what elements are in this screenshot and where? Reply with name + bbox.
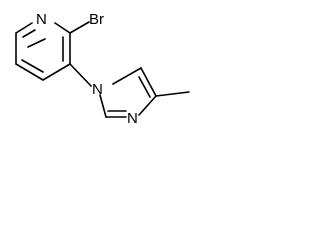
bromine-label: Br [89, 11, 104, 28]
bond-c6-n [15, 22, 33, 34]
bond-c5-c4-inner [138, 76, 151, 98]
atom-labels: N Br N N [36, 11, 138, 127]
bond-n-c2 [27, 38, 46, 48]
substituent-bonds [69, 21, 92, 87]
bond-c6-n-inner [22, 29, 36, 38]
bond-n1-c5 [112, 67, 142, 85]
bond-c4-n3 [138, 95, 157, 116]
bond-c5-c4 [140, 67, 157, 97]
imidazole-nitrogen-3-label: N [127, 110, 138, 127]
imidazole-ring [99, 67, 190, 118]
bond-c4-c5-inner [21, 59, 44, 73]
pyridine-ring [15, 22, 71, 81]
bond-c4-methyl [155, 91, 190, 97]
bond-c3-imidazole-n [69, 63, 92, 87]
bond-c2-n1 [99, 94, 107, 118]
bond-n-c2-right [54, 22, 71, 34]
bond-c4-c5 [15, 63, 44, 81]
imidazole-nitrogen-1-label: N [92, 81, 103, 98]
bond-c2-br [69, 21, 90, 34]
pyridine-nitrogen-label: N [36, 11, 47, 28]
bond-c3-c4 [42, 63, 71, 81]
chemical-structure: N Br N N [15, 11, 190, 127]
